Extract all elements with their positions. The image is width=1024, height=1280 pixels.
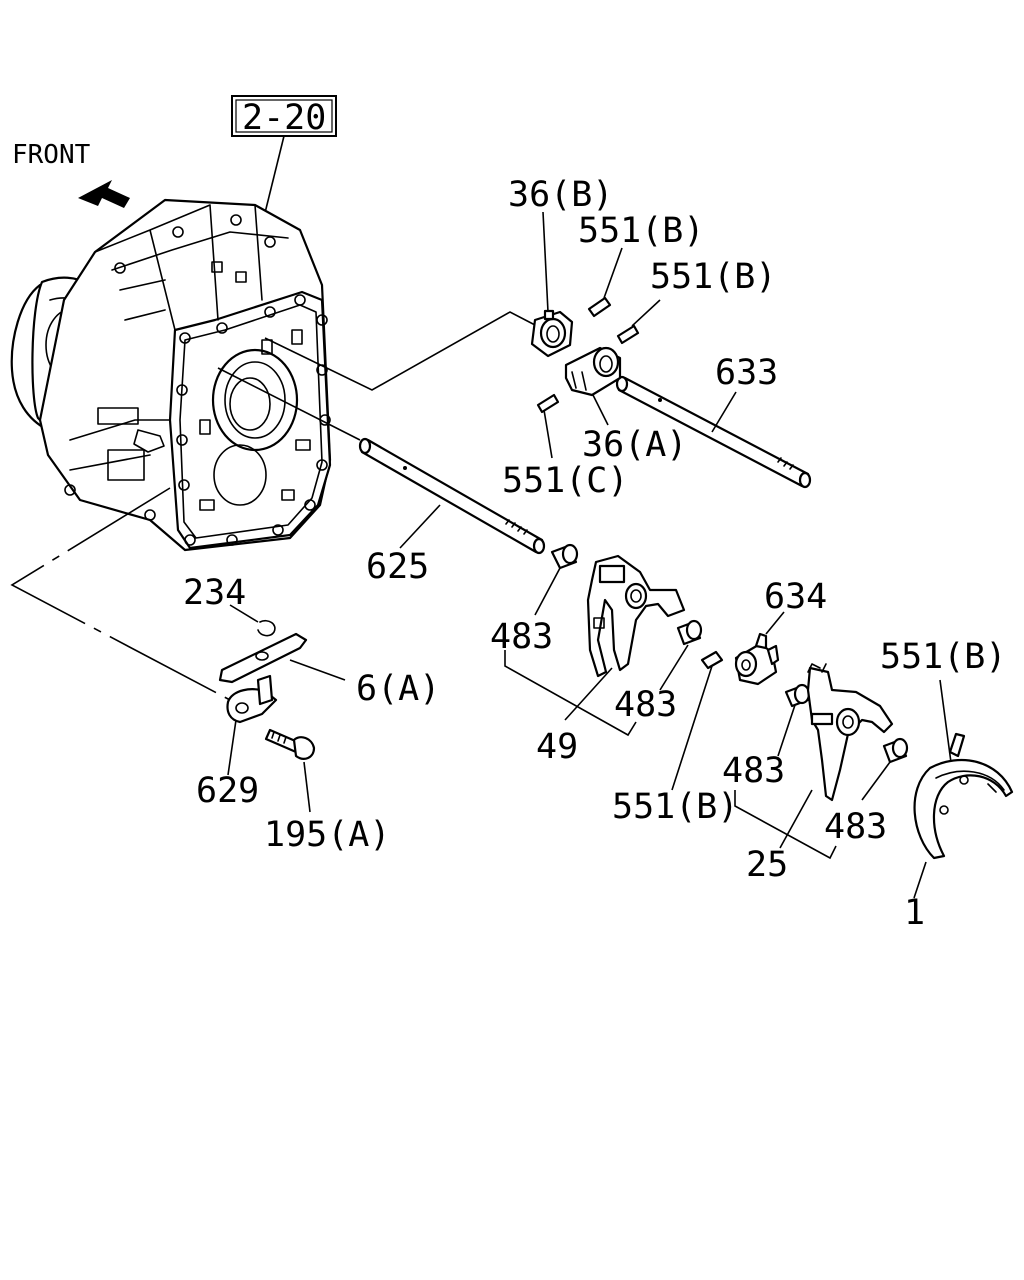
callout-1: 1 [904, 893, 925, 933]
shift-fork-25 [806, 663, 894, 802]
callout-551b-right: 551(B) [880, 637, 1006, 677]
callout-551b-mid: 551(B) [650, 257, 776, 297]
callout-629: 629 [196, 771, 259, 811]
pin-551c [536, 393, 560, 459]
callout-36b: 36(B) [508, 175, 613, 215]
front-label: FRONT [12, 140, 91, 170]
callout-234: 234 [183, 573, 246, 613]
pin-551b-right [939, 679, 966, 771]
pin-551b-mid [616, 299, 661, 345]
callout-483-c: 483 [722, 751, 785, 791]
callout-551c: 551(C) [502, 461, 628, 501]
callout-49: 49 [536, 727, 578, 767]
pin-551b-center [671, 650, 724, 791]
plate-6a [218, 632, 346, 684]
bushing-483-b [659, 619, 703, 691]
shift-rod-625 [358, 437, 546, 555]
reference-box: 2-20 [231, 95, 337, 226]
callout-625: 625 [366, 547, 429, 587]
transmission-case [10, 198, 332, 552]
assembly-lines [10, 311, 536, 701]
callout-36a: 36(A) [582, 425, 687, 465]
callout-634: 634 [764, 577, 827, 617]
callout-551b-top: 551(B) [578, 211, 704, 251]
callout-195a: 195(A) [264, 815, 390, 855]
bushing-483-d [861, 737, 909, 801]
shift-fork-1 [913, 758, 1014, 899]
callout-633: 633 [715, 353, 778, 393]
bushing-483-a [534, 543, 579, 616]
callout-483-b: 483 [614, 685, 677, 725]
pin-551b-top [587, 247, 623, 318]
bolt-195a [264, 728, 316, 813]
callout-551b-center: 551(B) [612, 787, 738, 827]
reference-box-label: 2-20 [242, 98, 326, 138]
bracket-49 [504, 650, 637, 737]
front-arrow-icon [78, 180, 130, 208]
shift-rod-633 [615, 375, 812, 489]
bushing-483-c [777, 683, 811, 757]
shift-block-634 [734, 611, 785, 686]
callout-labels: 36(B) 551(B) 551(B) 633 36(A) 551(C) 625… [183, 175, 1006, 933]
front-indicator: FRONT [12, 140, 130, 208]
callout-483-a: 483 [490, 617, 553, 657]
bracket-25 [734, 789, 837, 860]
shift-block-36a [564, 346, 622, 426]
shift-fork-49 [586, 554, 686, 678]
shift-block-36b [530, 211, 574, 358]
bracket-629 [226, 674, 278, 776]
callout-6a: 6(A) [356, 669, 440, 709]
clip-234 [229, 604, 276, 637]
callout-25: 25 [746, 845, 788, 885]
callout-483-d: 483 [824, 807, 887, 847]
